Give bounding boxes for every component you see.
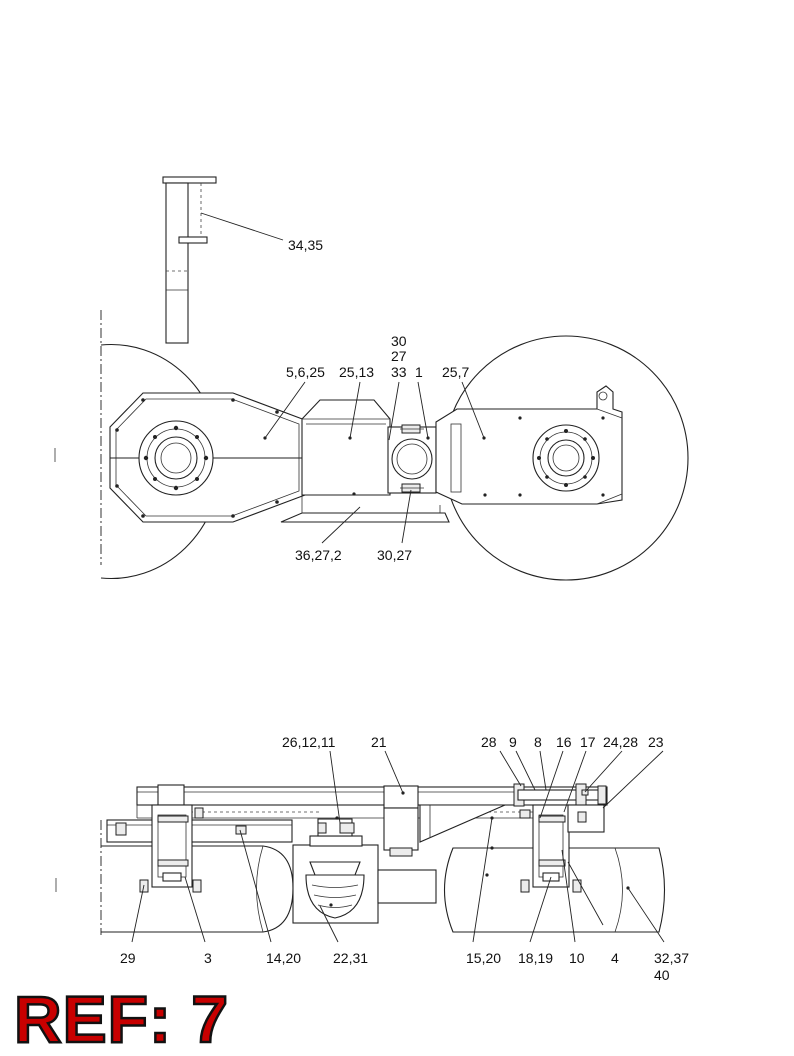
center-drum <box>292 816 437 924</box>
side-view-labels: 26,12,11 21 28 9 8 16 17 24,28 23 29 3 1… <box>120 734 689 983</box>
ref-label: REF: 7 <box>13 982 230 1056</box>
callout-22-31: 22,31 <box>333 950 368 966</box>
top-view-leaders <box>200 212 485 544</box>
top-view-labels: 34,35 5,6,25 25,13 30 27 33 1 25,7 36,27… <box>286 237 469 563</box>
callout-24-28: 24,28 <box>603 734 638 750</box>
left-gear-housing <box>109 392 306 523</box>
callout-34-35: 34,35 <box>288 237 323 253</box>
callout-27: 27 <box>391 348 407 364</box>
callout-36-27-2: 36,27,2 <box>295 547 342 563</box>
center-bracket <box>383 785 419 857</box>
callout-30-27: 30,27 <box>377 547 412 563</box>
callout-1: 1 <box>415 364 423 380</box>
callout-14-20: 14,20 <box>266 950 301 966</box>
callout-28: 28 <box>481 734 497 750</box>
callout-40: 40 <box>654 967 670 983</box>
callout-15-20: 15,20 <box>466 950 501 966</box>
callout-17: 17 <box>580 734 596 750</box>
left-leg-bracket <box>115 784 247 893</box>
callout-16: 16 <box>556 734 572 750</box>
side-view: 26,12,11 21 28 9 8 16 17 24,28 23 29 3 1… <box>55 734 689 983</box>
callout-18-19: 18,19 <box>518 950 553 966</box>
top-view: 34,35 5,6,25 25,13 30 27 33 1 25,7 36,27… <box>54 176 689 581</box>
callout-21: 21 <box>371 734 387 750</box>
callout-32-37: 32,37 <box>654 950 689 966</box>
callout-23: 23 <box>648 734 664 750</box>
callout-26-12-11: 26,12,11 <box>282 734 336 750</box>
tow-handle <box>162 176 217 344</box>
callout-4: 4 <box>611 950 619 966</box>
callout-3: 3 <box>204 950 212 966</box>
callout-5-6-25: 5,6,25 <box>286 364 325 380</box>
right-end-axle <box>517 783 607 833</box>
callout-33: 33 <box>391 364 407 380</box>
side-view-leaders <box>131 750 665 943</box>
callout-9: 9 <box>509 734 517 750</box>
pivot-ring <box>387 424 437 494</box>
callout-30: 30 <box>391 333 407 349</box>
callout-25-7: 25,7 <box>442 364 469 380</box>
callout-10: 10 <box>569 950 585 966</box>
callout-29: 29 <box>120 950 136 966</box>
callout-8: 8 <box>534 734 542 750</box>
callout-25-13: 25,13 <box>339 364 374 380</box>
right-arm-housing <box>352 385 623 505</box>
